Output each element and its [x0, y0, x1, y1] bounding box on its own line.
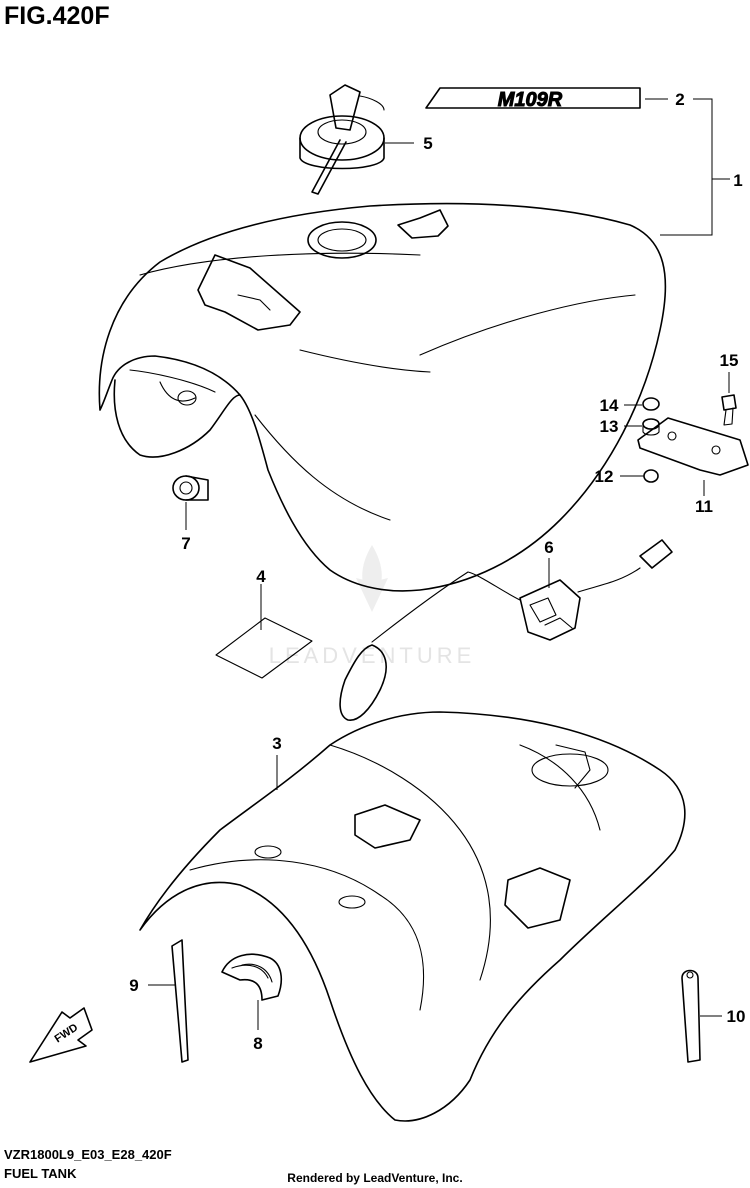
callout-9: 9: [129, 976, 138, 995]
protector-8: [221, 953, 283, 1001]
callout-2: 2: [675, 90, 684, 109]
heat-shield: [139, 711, 686, 1122]
figure-title: FIG.420F: [4, 2, 110, 30]
callout-numbers: 1 2 3 4 5 6 7 8 9 10 11 12 13 14 15: [129, 90, 745, 1053]
leader-lines: [148, 98, 730, 1030]
render-footer: Rendered by LeadVenture, Inc.: [287, 1171, 462, 1185]
fuel-tank: [98, 202, 667, 592]
caution-label: [215, 617, 313, 679]
cable-tie-9: [171, 939, 189, 1063]
callout-12: 12: [595, 467, 614, 486]
callout-11: 11: [695, 497, 713, 516]
callout-4: 4: [256, 567, 266, 586]
callout-10: 10: [727, 1007, 746, 1026]
callout-1: 1: [733, 171, 742, 190]
callout-5: 5: [423, 134, 432, 153]
callout-13: 13: [600, 417, 619, 436]
callout-6: 6: [544, 538, 553, 557]
callout-14: 14: [600, 396, 619, 415]
fwd-arrow-icon: FWD: [29, 1007, 93, 1063]
callout-3: 3: [272, 734, 281, 753]
grommet-14: [642, 397, 660, 411]
tank-cushion: [172, 475, 209, 501]
bolt-15: [721, 394, 737, 426]
watermark-text: LEADVENTURE: [269, 643, 476, 668]
fuel-cap: [299, 84, 385, 195]
model-code: VZR1800L9_E03_E28_420F: [4, 1147, 172, 1162]
callout-15: 15: [720, 351, 739, 370]
washer-12: [643, 469, 659, 483]
callout-7: 7: [181, 534, 190, 553]
rear-bracket: [637, 417, 749, 476]
emblem-text: M109R: [498, 89, 563, 111]
clamp-10: [681, 969, 701, 1063]
figure-caption: FUEL TANK: [4, 1166, 77, 1181]
callout-8: 8: [253, 1034, 262, 1053]
fuel-level-gauge: [339, 539, 673, 721]
fwd-label: FWD: [53, 1022, 81, 1046]
collar-13: [642, 418, 660, 436]
emblem-m109r: M109R: [425, 87, 641, 112]
